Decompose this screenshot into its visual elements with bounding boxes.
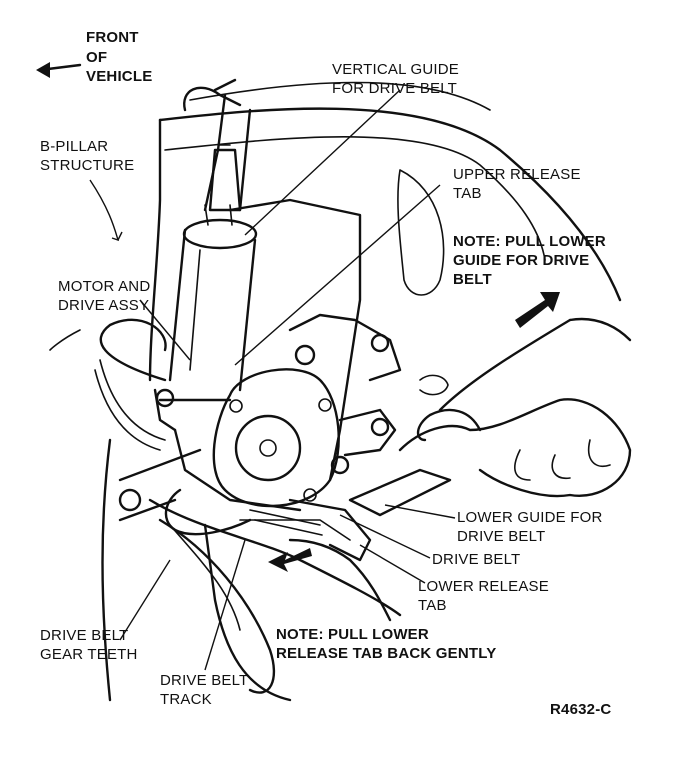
- pull-arrow-down-icon: [268, 548, 312, 572]
- label-gear-teeth-1: DRIVE BELT: [40, 627, 129, 644]
- label-vertical-guide-1: VERTICAL GUIDE: [332, 61, 459, 78]
- label-motor-2: DRIVE ASSY: [58, 297, 150, 314]
- label-of: OF: [86, 49, 108, 66]
- motor-cylinder: [168, 144, 258, 392]
- arrow-left-icon: [36, 62, 82, 78]
- leader-lines: [89, 89, 456, 671]
- note-upper-3: BELT: [453, 271, 492, 288]
- wire-harness: [94, 318, 167, 451]
- hand-lower: [164, 488, 392, 631]
- label-upper-release-1: UPPER RELEASE: [453, 166, 581, 183]
- label-lower-guide-2: DRIVE BELT: [457, 528, 546, 545]
- label-upper-release-2: TAB: [453, 185, 482, 202]
- label-b-pillar-1: B-PILLAR: [40, 138, 109, 155]
- door-frame: [148, 78, 622, 396]
- label-vehicle: VEHICLE: [86, 68, 153, 85]
- label-vertical-guide-2: FOR DRIVE BELT: [332, 80, 458, 97]
- note-upper-1: NOTE: PULL LOWER: [453, 233, 606, 250]
- note-lower-2: RELEASE TAB BACK GENTLY: [276, 645, 497, 662]
- label-lower-release-2: TAB: [418, 597, 447, 614]
- note-upper-2: GUIDE FOR DRIVE: [453, 252, 590, 269]
- label-gear-teeth-2: GEAR TEETH: [40, 646, 138, 663]
- label-belt-track-1: DRIVE BELT: [160, 672, 249, 689]
- gear-housing: [118, 368, 340, 522]
- pull-arrow-up-icon: [515, 292, 560, 328]
- b-pillar-structure: [49, 86, 252, 702]
- label-lower-guide-1: LOWER GUIDE FOR: [457, 509, 603, 526]
- label-drive-belt: DRIVE BELT: [432, 551, 521, 568]
- note-lower-1: NOTE: PULL LOWER: [276, 626, 429, 643]
- label-motor-1: MOTOR AND: [58, 278, 151, 295]
- label-lower-release-1: LOWER RELEASE: [418, 578, 549, 595]
- label-b-pillar-2: STRUCTURE: [40, 157, 135, 174]
- label-front: FRONT: [86, 29, 139, 46]
- label-belt-track-2: TRACK: [160, 691, 212, 708]
- belt-track: [148, 498, 402, 702]
- figure-id: R4632-C: [550, 701, 612, 718]
- hand-upper: [348, 317, 632, 517]
